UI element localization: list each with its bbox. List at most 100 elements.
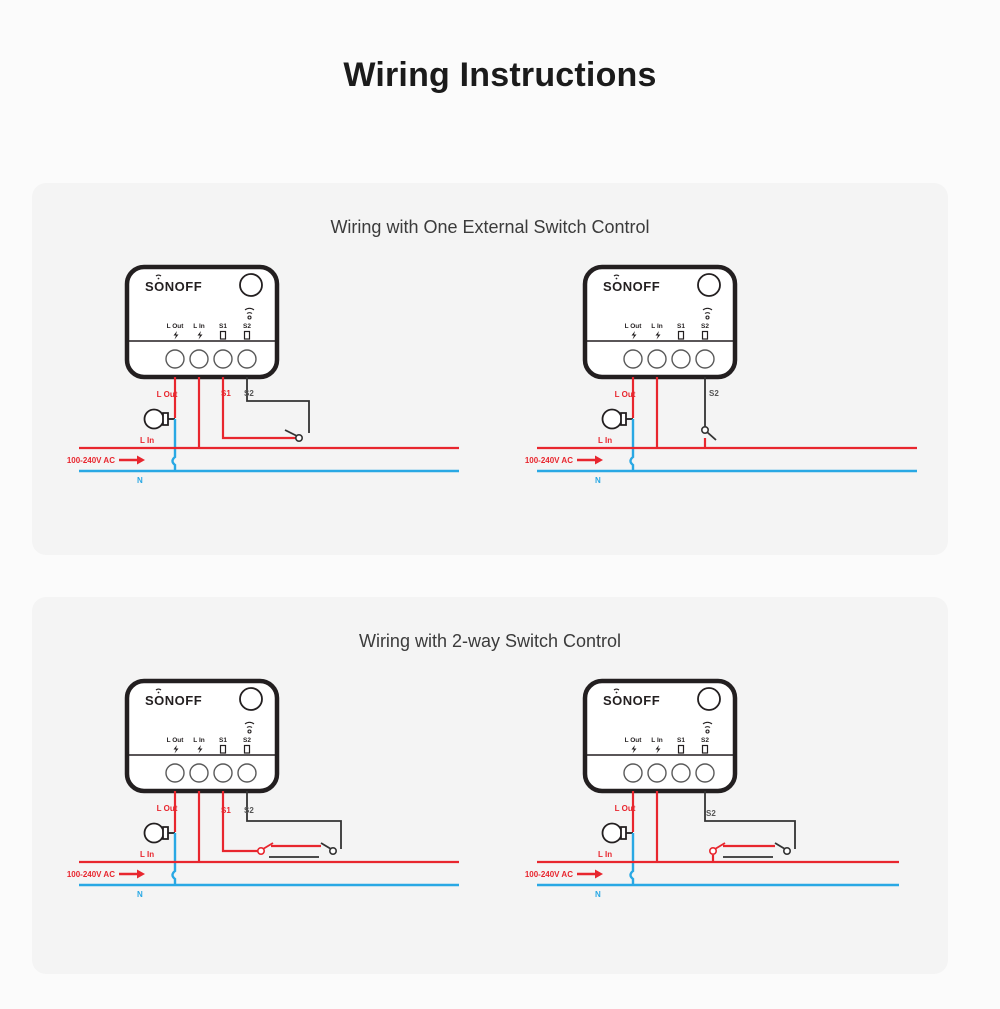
terminal-hole-l-out [165,349,185,369]
lamp-symbol [601,408,633,430]
power-button[interactable] [239,687,263,711]
power-button[interactable] [697,687,721,711]
wifi-icon [244,721,255,734]
lightning-icon [655,331,661,340]
terminal-hole-s1 [213,763,233,783]
supply-arrow-icon [577,455,603,465]
terminal-label-s1: S1 [219,737,227,744]
wire-label-s2: S2 [709,389,719,398]
terminal-hole-l-out [623,349,643,369]
lightning-icon [631,331,637,340]
terminal-hole-l-out [623,763,643,783]
panel-two-way-switch: Wiring with 2-way Switch Control SONOFF [32,597,948,974]
lamp-symbol [601,822,633,844]
terminal-hole-s2 [695,349,715,369]
terminal-hole-s1 [671,763,691,783]
terminal-label-s2: S2 [701,323,709,330]
lightning-icon [631,745,637,754]
wire-label-neutral: N [137,890,143,899]
terminal-label-s2: S2 [243,737,251,744]
terminal-label-l-out: L Out [625,323,643,330]
wire-neutral-drop [171,833,177,885]
wiring [79,791,459,887]
brand-wordmark: SONOFF [603,693,660,708]
diagram-one-switch-s2: SONOFF L Out L In S1 S2 [509,255,929,505]
wiring [79,377,459,473]
switch-port-icon [701,744,709,754]
wire-label-l-in: L In [598,850,612,859]
two-way-switch-left [257,842,274,856]
switch-port-icon [677,744,685,754]
sonoff-device: SONOFF L Out L In S1 S2 [582,264,738,380]
switch-port-icon [677,330,685,340]
wire-s2 [704,791,796,849]
terminal-hole-s1 [213,349,233,369]
terminal-hole-s2 [695,763,715,783]
wire-neutral-drop [629,419,635,471]
lightning-icon [173,331,179,340]
wire-label-s2: S2 [706,809,716,818]
lightning-icon [197,331,203,340]
brand-wordmark: SONOFF [145,279,202,294]
wifi-icon [244,307,255,320]
supply-arrow-icon [119,869,145,879]
wiring [537,377,917,473]
two-way-switch-right [774,842,791,856]
terminal-label-l-in: L In [193,737,204,744]
supply-arrow-icon [577,869,603,879]
wire-label-s1: S1 [221,806,231,815]
switch-port-icon [701,330,709,340]
terminal-hole-l-in [189,763,209,783]
panel-title: Wiring with One External Switch Control [330,217,650,237]
diagram-two-way-s1-s2: SONOFF L Out L In S1 S2 [51,669,471,919]
power-button[interactable] [239,273,263,297]
diagram-one-switch-s1: SONOFF L Out L In [51,255,471,505]
sonoff-device: SONOFF L Out L In S1 S2 [124,678,280,794]
wire-label-l-out: L Out [157,804,178,813]
wire-label-l-in: L In [140,436,154,445]
diagram-row: SONOFF L Out L In [32,255,948,515]
wire-label-s1: S1 [221,389,231,398]
terminal-label-s2: S2 [243,323,251,330]
lightning-icon [197,745,203,754]
wire-label-supply: 100-240V AC [67,870,115,879]
terminal-label-l-in: L In [651,737,662,744]
wire-label-s2: S2 [244,389,254,398]
wire-label-l-out: L Out [157,390,178,399]
power-button[interactable] [697,273,721,297]
terminal-label-l-out: L Out [625,737,643,744]
external-switch [284,429,304,443]
switch-port-icon [219,330,227,340]
wire-label-supply: 100-240V AC [525,870,573,879]
terminal-hole-s2 [237,349,257,369]
terminal-label-s1: S1 [677,737,685,744]
terminal-hole-l-in [647,763,667,783]
wire-label-l-in: L In [140,850,154,859]
wire-label-supply: 100-240V AC [67,456,115,465]
wire-s2 [246,791,342,849]
wire-label-neutral: N [595,476,601,485]
wifi-icon [702,307,713,320]
page-title: Wiring Instructions [343,56,657,94]
wire-label-supply: 100-240V AC [525,456,573,465]
wire-neutral-drop [171,419,177,471]
terminal-hole-s1 [671,349,691,369]
wire-label-l-out: L Out [615,804,636,813]
terminal-label-s2: S2 [701,737,709,744]
terminal-hole-s2 [237,763,257,783]
lightning-icon [655,745,661,754]
terminal-label-l-out: L Out [167,737,185,744]
two-way-switch-left [709,842,726,856]
switch-port-icon [243,744,251,754]
terminal-label-l-in: L In [193,323,204,330]
terminal-hole-l-in [189,349,209,369]
supply-arrow-icon [119,455,145,465]
wire-label-l-out: L Out [615,390,636,399]
wire-s1 [221,377,297,440]
terminal-label-l-in: L In [651,323,662,330]
wire-label-s2: S2 [244,806,254,815]
wire-neutral-drop [629,833,635,885]
switch-port-icon [219,744,227,754]
diagram-two-way-s2: SONOFF L Out L In S1 S2 [509,669,929,919]
wire-label-l-in: L In [598,436,612,445]
